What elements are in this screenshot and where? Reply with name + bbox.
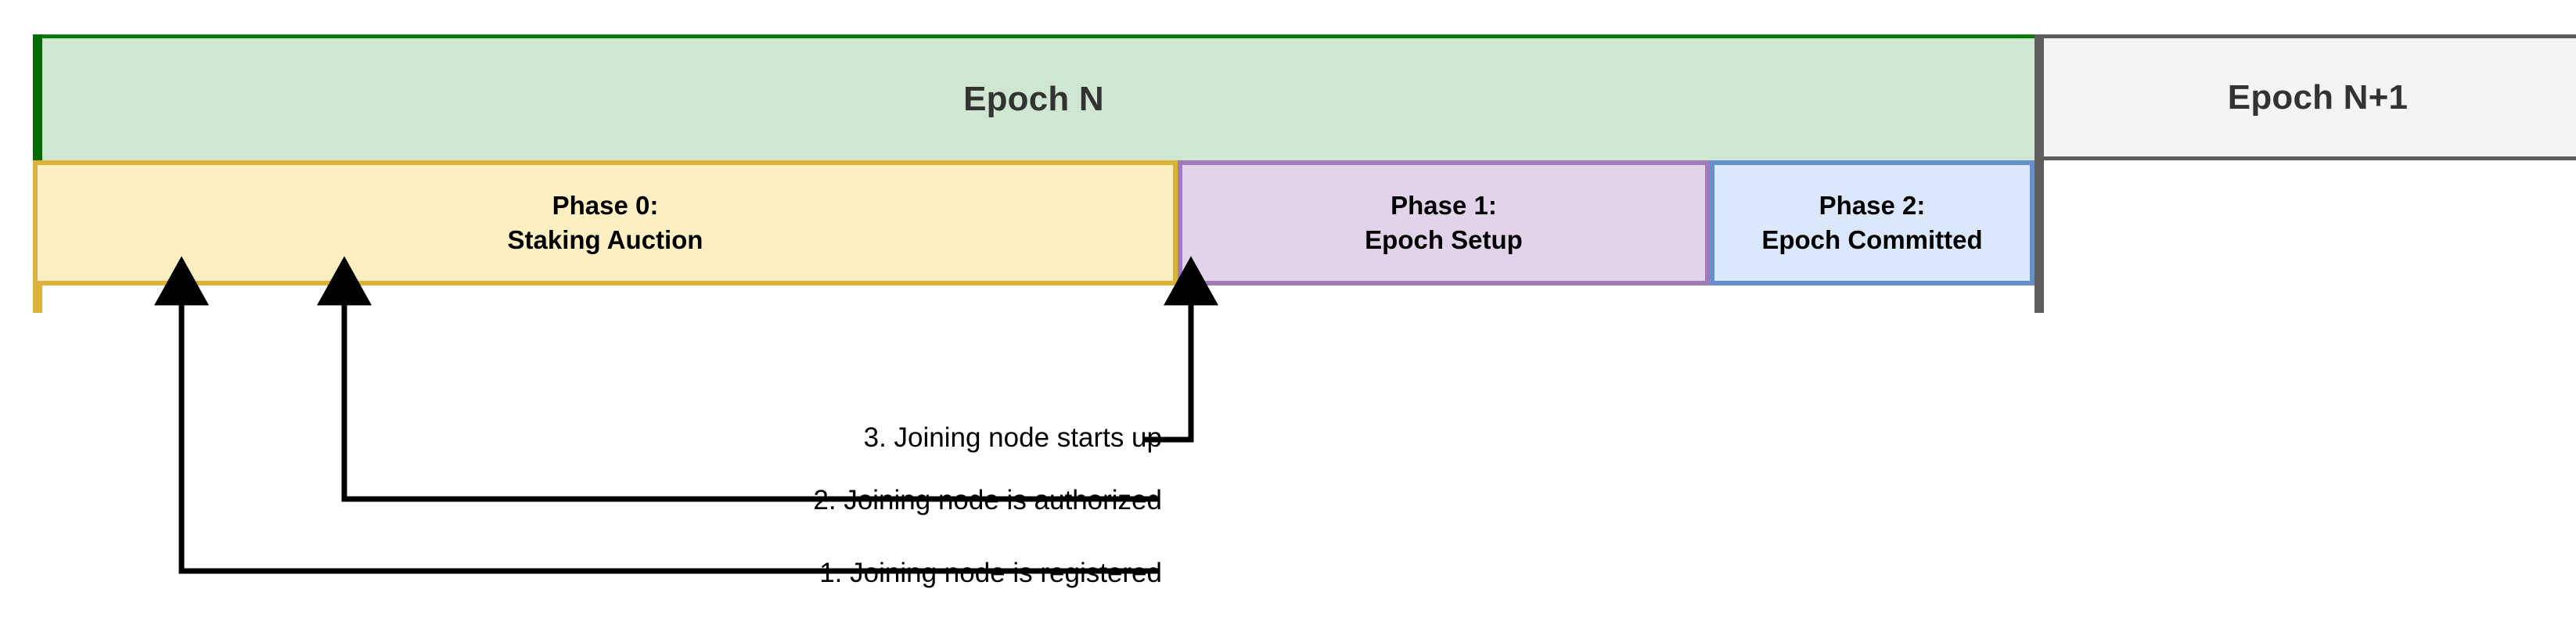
epoch-n-plus-1-label: Epoch N+1: [2227, 77, 2409, 117]
callout-3-connector: [1144, 256, 1218, 443]
epoch-n-label: Epoch N: [963, 80, 1104, 118]
phase-0-title: Phase 0:: [552, 191, 659, 221]
epoch-n-start-marker: [33, 34, 42, 160]
phase-1-title: Phase 1:: [1391, 191, 1497, 221]
callout-2-connector: [317, 256, 1158, 502]
epoch-n-box: Epoch N: [33, 34, 2035, 160]
phase-0-subtitle: Staking Auction: [507, 225, 703, 254]
phase-0-box: Phase 0: Staking Auction: [33, 160, 1178, 285]
epoch-n-plus-1-box: Epoch N+1: [2044, 34, 2576, 160]
epoch-boundary-divider: [2035, 34, 2044, 313]
phase-1-box: Phase 1: Epoch Setup: [1178, 160, 1710, 285]
callout-3-label: 3. Joining node starts up: [863, 422, 1162, 453]
phase-2-box: Phase 2: Epoch Committed: [1710, 160, 2035, 285]
phase-2-subtitle: Epoch Committed: [1761, 225, 1983, 254]
phase-2-title: Phase 2:: [1819, 191, 1926, 221]
callout-2-label: 2. Joining node is authorized: [813, 485, 1162, 515]
phase-1-subtitle: Epoch Setup: [1365, 225, 1523, 254]
callout-1-label: 1. Joining node is registered: [819, 558, 1162, 588]
